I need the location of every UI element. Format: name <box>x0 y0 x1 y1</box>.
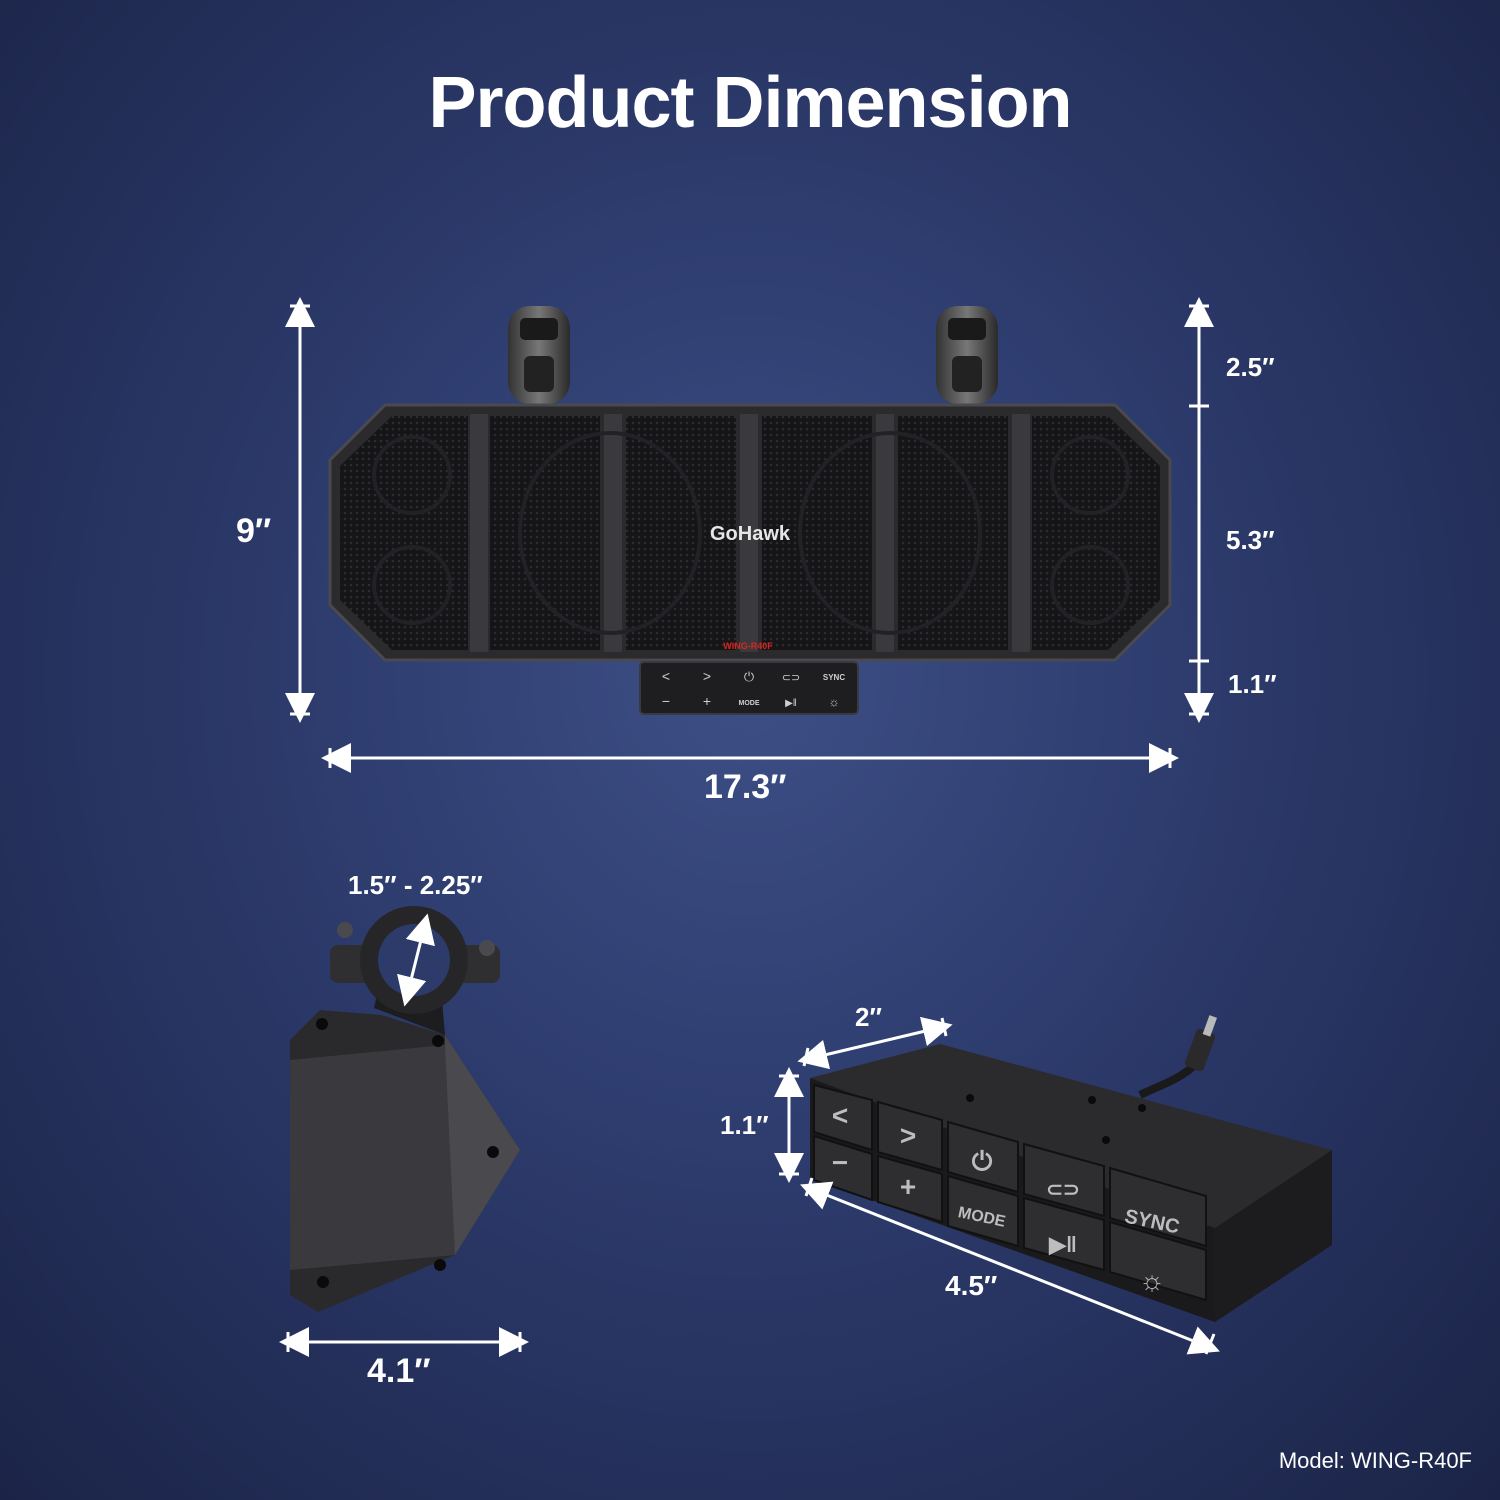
controller-power-icon: ⏻ <box>972 1146 993 1176</box>
speaker-ctrl-power-icon: ⏻ <box>744 669 754 684</box>
speaker-clamp-left <box>508 306 570 404</box>
speaker-ctrl-prev-icon: < <box>662 668 670 684</box>
controller-playpause-icon: ▶‖ <box>1048 1232 1077 1257</box>
controller-height-label: 1.1″ <box>720 1110 769 1140</box>
speaker-ctrl-plus-icon: + <box>703 693 711 709</box>
speaker-dimension-lines <box>285 297 1214 773</box>
speaker-model-badge: WING-R40F <box>723 641 773 651</box>
speaker-body-height-label: 5.3″ <box>1226 525 1275 555</box>
controller-light-icon: ☼ <box>1139 1265 1165 1296</box>
controller-repeat-icon: ⊂⊃ <box>1046 1179 1080 1201</box>
speaker-controller-height-label: 1.1″ <box>1228 669 1277 699</box>
controller-minus-icon: − <box>832 1147 848 1178</box>
clamp-diameter-label: 1.5″ - 2.25″ <box>348 870 483 900</box>
speaker-ctrl-light-icon: ☼ <box>829 695 840 709</box>
speaker-height-total-label: 9″ <box>236 512 272 550</box>
speaker-ctrl-mode-label: MODE <box>739 700 760 707</box>
controller-dimension-lines <box>774 1016 1220 1355</box>
speaker-ctrl-minus-icon: − <box>662 693 670 709</box>
controller-depth-label: 2″ <box>855 1002 882 1032</box>
speaker-ctrl-repeat-icon: ⊂⊃ <box>782 672 800 684</box>
speaker-bar: GoHawk WING-R40F < > ⏻ ⊂⊃ SYNC − + MODE … <box>328 306 1172 715</box>
controller-next-icon: > <box>900 1120 916 1151</box>
speaker-brand-logo: GoHawk <box>710 523 791 545</box>
clamp-width-label: 4.1″ <box>367 1352 431 1390</box>
controller-plus-icon: + <box>900 1171 916 1202</box>
page-title: Product Dimension <box>428 63 1072 143</box>
speaker-controller: < > ⏻ ⊂⊃ SYNC − + MODE ▶‖ ☼ <box>639 661 859 715</box>
model-label: Model: WING-R40F <box>1278 1448 1472 1473</box>
speaker-ctrl-playpause-icon: ▶‖ <box>785 698 797 709</box>
speaker-ctrl-next-icon: > <box>703 668 711 684</box>
speaker-clamp-right <box>936 306 998 404</box>
speaker-clamp-height-label: 2.5″ <box>1226 352 1275 382</box>
controller-unit: < > ⏻ ⊂⊃ SYNC − + MODE ▶‖ ☼ <box>810 1015 1332 1322</box>
clamp-dimension-lines <box>279 913 529 1357</box>
speaker-ctrl-sync-label: SYNC <box>823 673 845 682</box>
controller-length-label: 4.5″ <box>945 1270 998 1301</box>
controller-prev-icon: < <box>832 1100 848 1131</box>
speaker-width-label: 17.3″ <box>704 768 787 806</box>
mount-clamp <box>290 906 520 1312</box>
